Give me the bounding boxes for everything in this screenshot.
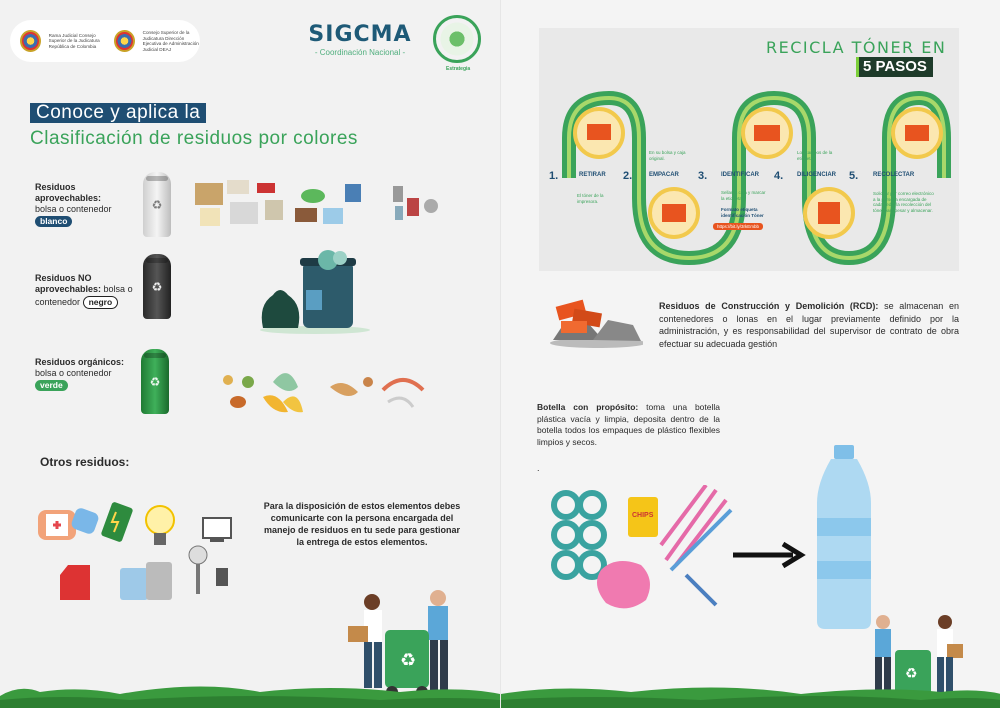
construction-debris-illustration — [550, 299, 643, 348]
category-name: Residuos orgánicos: — [35, 357, 125, 367]
toner-subtitle: 5 PASOS — [856, 57, 933, 77]
sigcma-logo: SIGCMA - Coordinación Nacional - — [300, 22, 420, 57]
category-no-aprovechables: Residuos NO aprovechables: bolsa o conte… — [35, 273, 140, 309]
people-recycling-illustration: ♻ — [875, 615, 963, 697]
recyclables-illustration — [195, 180, 438, 226]
otros-text: Para la disposición de estos elementos d… — [263, 501, 461, 547]
botella-heading: Botella con propósito: — [537, 402, 639, 412]
grass-ground — [501, 687, 1000, 708]
category-text: bolsa o contenedor — [35, 368, 112, 378]
grass-ground — [0, 686, 500, 708]
otros-heading: Otros residuos: — [40, 455, 130, 469]
svg-text:♻: ♻ — [400, 650, 416, 670]
people-recycling-illustration: ♻ — [348, 590, 448, 698]
org1-text: Rama Judicial Consejo Superior de la Jud… — [48, 32, 100, 49]
color-badge: verde — [35, 380, 68, 391]
category-name: Residuos aprovechables: — [35, 182, 102, 203]
botella-paragraph: Botella con propósito: toma una botella … — [537, 402, 720, 448]
flexible-plastics-illustration: CHIPS — [551, 485, 733, 609]
step-label: RECOLECTAR — [873, 172, 915, 178]
format-label: Formato etiqueta identificación Tóner — [721, 207, 764, 218]
step-number: 3. — [698, 170, 708, 182]
colombia-crest-icon — [114, 30, 135, 52]
category-text: bolsa o contenedor — [35, 284, 133, 307]
step-label: DILIGENCIAR — [797, 172, 836, 178]
step-number: 4. — [774, 170, 784, 182]
left-page: Rama Judicial Consejo Superior de la Jud… — [0, 15, 500, 708]
category-organicos: Residuos orgánicos: bolsa o contenedor v… — [35, 357, 140, 391]
institution-logos: Rama Judicial Consejo Superior de la Jud… — [10, 20, 200, 62]
color-badge: negro — [82, 296, 119, 309]
step-desc: El tóner de la impresora. — [577, 193, 604, 204]
step-label: EMPACAR — [649, 172, 679, 178]
format-link[interactable]: https://bit.ly/3rkEmbb — [713, 223, 764, 230]
step-desc: Sellar la caja y marcar la etiqueta. — [721, 190, 766, 201]
rcd-paragraph: Residuos de Construcción y Demolición (R… — [659, 300, 959, 350]
brand: SIGCMA — [308, 22, 412, 47]
botella-dot: . — [537, 463, 540, 473]
org2-text: Consejo Superior de la Judicatura Direcc… — [142, 30, 199, 52]
organic-waste-illustration — [223, 373, 425, 413]
toner-title: RECICLA TÓNER EN — [766, 38, 947, 57]
step-desc: En su bolsa y caja original. — [649, 150, 686, 161]
arrow-icon — [733, 541, 806, 569]
step-number: 5. — [849, 170, 859, 182]
page-title-line1: Conoce y aplica la — [30, 103, 207, 123]
green-bin-icon: ♻ — [141, 349, 169, 414]
plastic-bottle-icon — [817, 445, 871, 629]
step-number: 2. — [623, 170, 633, 182]
category-text: bolsa o contenedor — [35, 204, 112, 214]
trash-illustration — [260, 250, 370, 334]
white-bin-icon: ♻ — [143, 172, 171, 237]
botella-text: toma una botella plástica vacía y limpia… — [537, 402, 720, 447]
category-name: Residuos NO aprovechables: — [35, 273, 102, 294]
emblem-caption: Estrategia — [446, 66, 471, 72]
step-label: IDENTIFICAR — [721, 172, 759, 178]
step-number: 1. — [549, 170, 559, 182]
black-bin-icon: ♻ — [143, 254, 171, 319]
colombia-crest-icon — [20, 30, 41, 52]
svg-text:CHIPS: CHIPS — [632, 512, 654, 519]
toner-steps-path — [562, 90, 951, 266]
step-desc: Solicitar por correo electrónico a la pe… — [873, 191, 934, 213]
brand-subtitle: - Coordinación Nacional - — [314, 48, 406, 57]
color-badge: blanco — [35, 216, 73, 227]
other-waste-illustration — [38, 502, 232, 600]
rcd-heading: Residuos de Construcción y Demolición (R… — [659, 301, 879, 311]
right-page: RECICLA TÓNER EN 5 PASOS 1. RETIRAR El t… — [500, 0, 1000, 708]
step-label: RETIRAR — [579, 172, 606, 178]
environment-emblem-icon — [433, 15, 481, 63]
page-title-line2: Clasificación de residuos por colores — [30, 128, 358, 149]
rcd-text: se almacenan en contenedores o lonas en … — [659, 301, 960, 349]
category-aprovechables: Residuos aprovechables: bolsa o contened… — [35, 182, 140, 227]
step-desc: Los campos de la etiqueta. — [797, 150, 833, 161]
svg-text:♻: ♻ — [905, 665, 918, 681]
